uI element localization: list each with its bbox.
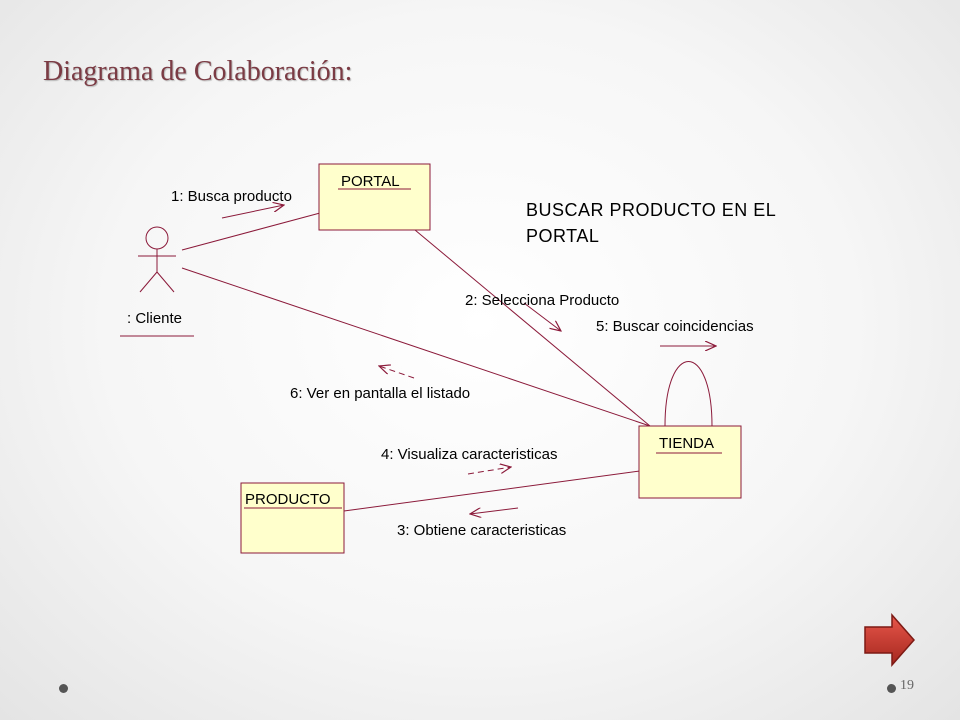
actor-cliente bbox=[138, 226, 176, 293]
next-slide-button[interactable] bbox=[862, 612, 918, 668]
message-1-label: 1: Busca producto bbox=[171, 188, 292, 205]
actor-head bbox=[145, 226, 169, 250]
link-cliente-tienda bbox=[181, 267, 651, 427]
arrow-msg-3 bbox=[470, 507, 519, 514]
slide-title: Diagrama de Colaboración: bbox=[43, 56, 353, 87]
message-6-label: 6: Ver en pantalla el listado bbox=[290, 385, 470, 402]
message-3-label: 3: Obtiene caracteristicas bbox=[397, 522, 566, 539]
arrow-msg-1 bbox=[221, 205, 284, 219]
object-producto: PRODUCTO bbox=[240, 482, 345, 554]
object-portal-label: PORTAL bbox=[341, 173, 400, 190]
association-links bbox=[181, 212, 713, 512]
object-portal: PORTAL bbox=[318, 163, 431, 231]
arrow-msg-6 bbox=[379, 366, 415, 379]
diagram-heading-line-1: BUSCAR PRODUCTO EN EL bbox=[526, 200, 776, 220]
self-link-tienda bbox=[664, 361, 713, 427]
object-tienda-label: TIENDA bbox=[659, 435, 714, 452]
arrow-msg-2 bbox=[523, 302, 561, 331]
message-4-label: 4: Visualiza caracteristicas bbox=[381, 446, 557, 463]
bottom-right-dot bbox=[887, 684, 896, 693]
actor-label: : Cliente bbox=[127, 310, 182, 327]
arrow-msg-4 bbox=[467, 467, 511, 475]
page-number: 19 bbox=[900, 678, 914, 693]
right-arrow-icon bbox=[864, 613, 915, 667]
object-tienda: TIENDA bbox=[638, 425, 742, 499]
actor-right-leg bbox=[156, 271, 175, 293]
message-5-label: 5: Buscar coincidencias bbox=[596, 318, 754, 335]
link-cliente-portal bbox=[181, 212, 321, 251]
message-arrows bbox=[221, 205, 716, 514]
bottom-left-dot bbox=[59, 684, 68, 693]
actor-left-leg bbox=[139, 271, 158, 293]
message-2-label: 2: Selecciona Producto bbox=[465, 292, 619, 309]
link-producto-tienda bbox=[343, 470, 641, 512]
object-producto-label: PRODUCTO bbox=[245, 491, 331, 508]
link-portal-tienda bbox=[414, 229, 651, 427]
diagram-heading-line-2: PORTAL bbox=[526, 226, 599, 246]
